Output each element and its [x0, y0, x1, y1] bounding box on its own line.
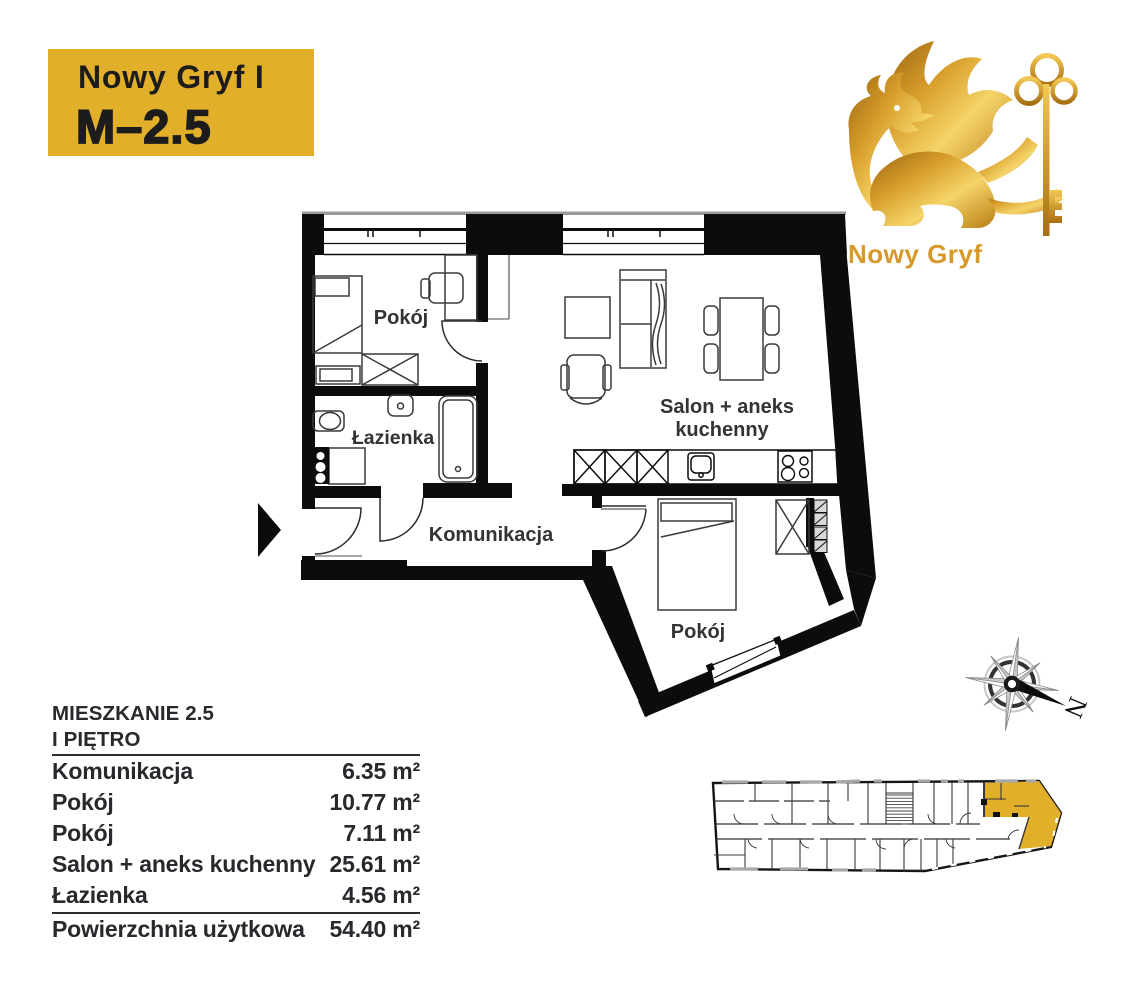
svg-text:Pokój: Pokój [374, 307, 428, 329]
svg-text:kuchenny: kuchenny [675, 419, 769, 441]
svg-text:N: N [1058, 693, 1093, 723]
svg-text:Łazienka: Łazienka [352, 427, 435, 449]
svg-text:Pokój: Pokój [671, 621, 725, 643]
svg-text:Nowy Gryf: Nowy Gryf [848, 239, 983, 269]
svg-text:Salon + aneks: Salon + aneks [660, 396, 794, 418]
svg-text:Komunikacja: Komunikacja [429, 524, 554, 546]
